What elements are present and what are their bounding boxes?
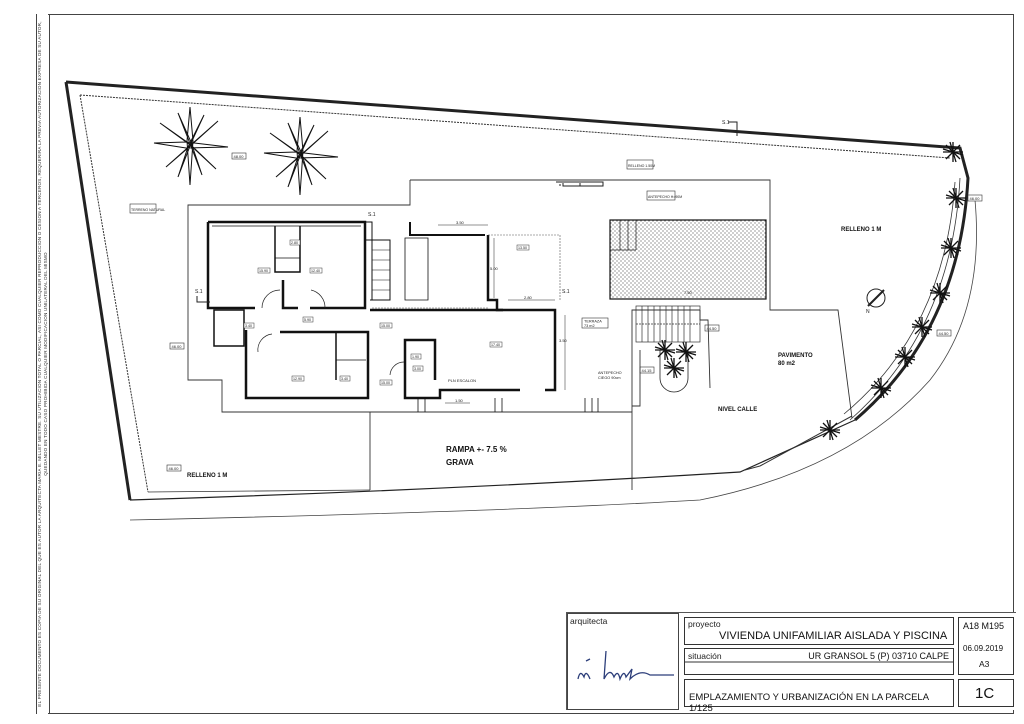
house-walls (206, 220, 599, 412)
svg-text:ANTEPECHO: ANTEPECHO (598, 371, 622, 375)
reference-code: A18 M195 (963, 621, 1005, 631)
pavimento-label: PAVIMENTO (778, 353, 813, 359)
terraza-note: TERRAZA 73 m2 (581, 317, 609, 329)
svg-text:S.1: S.1 (562, 289, 570, 295)
svg-text:3.50: 3.50 (456, 220, 465, 225)
svg-text:S.1: S.1 (368, 212, 376, 218)
plan-title-cell: EMPLAZAMIENTO Y URBANIZACIÓN EN LA PARCE… (684, 679, 954, 714)
palm-icon (663, 357, 685, 379)
svg-text:44.15: 44.15 (642, 368, 653, 373)
level-tags: 48.00 46.00 46.00 46.00 44.50 44.15 44.5… (166, 152, 983, 472)
dimension-lines: 3.50 2.80 5.00 3.50 1.50 PLN ESCALON (438, 220, 568, 404)
svg-text:3.00: 3.00 (414, 367, 421, 371)
svg-text:5.90: 5.90 (304, 318, 311, 322)
svg-text:46.00: 46.00 (169, 466, 180, 471)
planter (654, 339, 697, 393)
paper-size: A3 (979, 659, 990, 669)
svg-text:TERRENO NATURAL: TERRENO NATURAL (131, 208, 165, 212)
svg-text:CIEGO 90cm: CIEGO 90cm (598, 376, 621, 380)
drawing-frame (48, 14, 1014, 714)
svg-text:15.90: 15.90 (259, 269, 268, 273)
svg-text:1.90: 1.90 (412, 355, 419, 359)
relleno-top-note: RELLENO 1.50M (626, 159, 655, 170)
svg-text:RELLENO 1.50M: RELLENO 1.50M (628, 164, 655, 168)
relleno-right-label: RELLENO 1 M (841, 227, 881, 233)
svg-text:TERRAZA: TERRAZA (584, 320, 602, 324)
section-marker-top: S.1 (722, 120, 738, 136)
sheet-number-cell: 1C (958, 679, 1014, 707)
svg-text:ANTEPECHO H=90M: ANTEPECHO H=90M (648, 195, 682, 199)
svg-text:15.00: 15.00 (381, 381, 390, 385)
svg-text:13.50: 13.50 (518, 246, 527, 250)
location-cell: situación UR GRANSOL 5 (P) 03710 CALPE (684, 648, 954, 675)
svg-text:PLN ESCALON: PLN ESCALON (448, 378, 476, 383)
palm-icon (654, 339, 676, 361)
grava-label: GRAVA (446, 458, 474, 467)
svg-text:2.80: 2.80 (524, 295, 533, 300)
svg-text:48.00: 48.00 (234, 154, 245, 159)
svg-text:46.00: 46.00 (970, 196, 981, 201)
svg-text:1.50: 1.50 (455, 398, 464, 403)
rampa-label: RAMPA +- 7.5 % (446, 445, 507, 454)
title-block: arquitecta proyecto VIVIENDA UNIFAMILIAR… (566, 612, 1016, 714)
reference-cell: A18 M195 06.09.2019 A3 (958, 617, 1014, 675)
signature (577, 650, 674, 682)
door-swings (257, 289, 405, 376)
palm-tree-icon (263, 116, 339, 196)
north-arrow-icon: N (866, 288, 886, 315)
svg-text:46.00: 46.00 (172, 344, 183, 349)
area-annotations: RELLENO 1 M RELLENO 1 M PAVIMENTO 80 m2 … (187, 227, 881, 479)
architect-label: arquitecta (570, 616, 608, 626)
svg-text:17.40: 17.40 (491, 343, 500, 347)
svg-text:2.80: 2.80 (291, 241, 298, 245)
architect-cell: arquitecta (567, 613, 679, 710)
svg-text:N: N (866, 309, 870, 315)
svg-text:73 m2: 73 m2 (584, 324, 595, 328)
svg-text:44.50: 44.50 (939, 331, 950, 336)
pavimento-area: 80 m2 (778, 361, 796, 367)
nivel-calle-label: NIVEL CALLE (718, 407, 757, 413)
plan-title-text: EMPLAZAMIENTO Y URBANIZACIÓN EN LA PARCE… (689, 692, 929, 703)
svg-text:5.00: 5.00 (490, 266, 499, 271)
section-markers: S.1 S.1 S.1 (195, 212, 570, 303)
sheet-number: 1C (975, 685, 995, 702)
exterior-stairs (635, 305, 701, 343)
divider (685, 661, 953, 663)
svg-text:S.1: S.1 (195, 289, 203, 295)
svg-text:7.50: 7.50 (684, 290, 693, 295)
svg-text:3.40: 3.40 (341, 377, 348, 381)
svg-text:44.50: 44.50 (707, 326, 718, 331)
room-area-tags: 15.90 12.40 2.80 3.40 5.90 12.90 15.00 3… (243, 239, 530, 386)
svg-text:3.40: 3.40 (245, 324, 252, 328)
antepecho-top-note: ANTEPECHO H=90M (646, 190, 682, 201)
svg-text:12.90: 12.90 (293, 377, 302, 381)
location-value: UR GRANSOL 5 (P) 03710 CALPE (808, 651, 949, 661)
side-notice-strip: EL PRESENTE DOCUMENTO ES COPIA DE SU ORI… (36, 14, 50, 714)
project-name: VIVIENDA UNIFAMILIAR AISLADA Y PISCINA (719, 630, 948, 642)
palm-tree-icon (153, 106, 229, 186)
svg-text:S.1: S.1 (722, 120, 730, 126)
terreno-natural-note: TERRENO NATURAL (129, 203, 165, 214)
swimming-pool: 7.50 (609, 219, 767, 300)
plan-scale: 1/125 (689, 703, 713, 714)
svg-text:3.50: 3.50 (559, 338, 568, 343)
project-label: proyecto (688, 619, 721, 629)
relleno-left-label: RELLENO 1 M (187, 473, 227, 479)
antepecho-mid-note: ANTEPECHO CIEGO 90cm (598, 371, 622, 380)
project-cell: proyecto VIVIENDA UNIFAMILIAR AISLADA Y … (684, 617, 954, 645)
svg-text:12.40: 12.40 (311, 269, 320, 273)
drawing-date: 06.09.2019 (963, 644, 1004, 653)
palm-icon (675, 341, 697, 363)
location-label: situación (688, 651, 722, 661)
plan-title: EMPLAZAMIENTO Y URBANIZACIÓN EN LA PARCE… (689, 692, 953, 714)
svg-text:15.00: 15.00 (381, 324, 390, 328)
